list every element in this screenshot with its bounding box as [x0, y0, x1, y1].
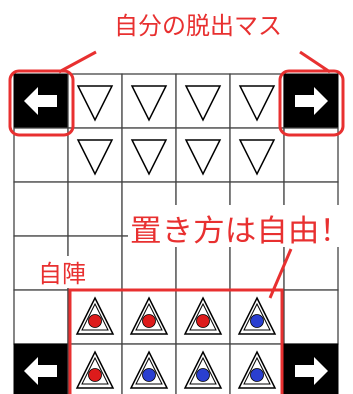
arrow-right-icon: [295, 87, 328, 115]
opponent-piece[interactable]: [130, 85, 168, 122]
blue-marker: [196, 368, 210, 382]
own-piece-inner-outline: [243, 356, 271, 385]
opponent-piece[interactable]: [184, 139, 222, 176]
placement-label-leader: [268, 248, 293, 299]
red-marker: [142, 314, 156, 328]
opponent-piece[interactable]: [76, 139, 114, 176]
board-cell[interactable]: [283, 127, 339, 183]
arrow-left-icon: [24, 87, 57, 115]
left-exit-highlight: [8, 69, 75, 137]
home-label-backing: [36, 256, 98, 288]
opponent-piece[interactable]: [238, 139, 276, 176]
own-piece[interactable]: [237, 350, 277, 389]
own-piece-inner-outline: [81, 302, 109, 331]
blue-marker: [250, 314, 264, 328]
blue-marker: [250, 368, 264, 382]
own-piece[interactable]: [75, 296, 115, 335]
red-marker: [196, 314, 210, 328]
home-label: 自陣: [38, 260, 86, 288]
own-piece-inner-outline: [189, 302, 217, 331]
red-marker: [88, 314, 102, 328]
board-cell[interactable]: [67, 181, 123, 237]
own-piece-inner-outline: [243, 302, 271, 331]
own-piece[interactable]: [75, 350, 115, 389]
own-piece-inner-outline: [81, 356, 109, 385]
own-piece[interactable]: [129, 350, 169, 389]
own-piece[interactable]: [183, 350, 223, 389]
board-cell[interactable]: [283, 289, 339, 345]
own-piece-inner-outline: [189, 356, 217, 385]
placement-label-backing: [128, 205, 353, 247]
opponent-piece[interactable]: [130, 139, 168, 176]
board-grid: [13, 73, 339, 394]
blue-marker: [142, 368, 156, 382]
arrow-right-icon: [295, 357, 328, 385]
own-piece-inner-outline: [135, 356, 163, 385]
own-piece[interactable]: [237, 296, 277, 335]
board-cell[interactable]: [13, 181, 69, 237]
arrow-left-icon: [24, 357, 57, 385]
home-zone-outline: [68, 288, 284, 394]
placement-label: 置き方は自由！: [130, 214, 351, 249]
own-piece[interactable]: [183, 296, 223, 335]
opponent-piece[interactable]: [238, 85, 276, 122]
opponent-piece[interactable]: [184, 85, 222, 122]
exit-label-leader-left: [58, 50, 97, 74]
pieces: [75, 85, 277, 389]
exit-label: 自分の脱出マス: [114, 12, 282, 40]
red-marker: [88, 368, 102, 382]
board-cell[interactable]: [13, 289, 69, 345]
board-cell[interactable]: [13, 127, 69, 183]
right-exit-highlight: [278, 69, 345, 137]
opponent-piece[interactable]: [76, 85, 114, 122]
own-piece[interactable]: [129, 296, 169, 335]
exit-label-leader-right: [299, 50, 331, 74]
own-piece-inner-outline: [135, 302, 163, 331]
